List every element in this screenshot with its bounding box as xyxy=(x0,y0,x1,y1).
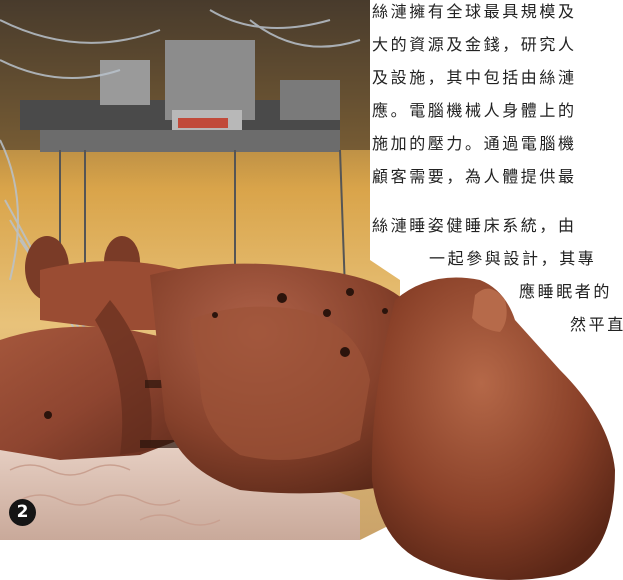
paragraph-1-line-4: 應。電腦機械人身體上的 xyxy=(372,101,577,120)
figure-number-badge: 2 xyxy=(9,499,36,526)
paragraph-2-line-2: 一起參與設計，其專 xyxy=(429,249,597,268)
paragraph-1-line-6: 顧客需要，為人體提供最 xyxy=(372,167,577,186)
paragraph-1-line-3: 及設施，其中包括由絲漣 xyxy=(372,68,577,87)
paragraph-2-line-4: 然平直 xyxy=(570,315,623,334)
paragraph-2-line-3: 應睡眠者的 xyxy=(519,282,613,301)
paragraph-2-line-1: 絲漣睡姿健睡床系統，由 xyxy=(372,216,577,235)
paragraph-1-line-1: 絲漣擁有全球最具規模及 xyxy=(372,2,577,21)
paragraph-1-line-2: 大的資源及金錢，研究人 xyxy=(372,35,577,54)
paragraph-1-line-5: 施加的壓力。通過電腦機 xyxy=(372,134,577,153)
